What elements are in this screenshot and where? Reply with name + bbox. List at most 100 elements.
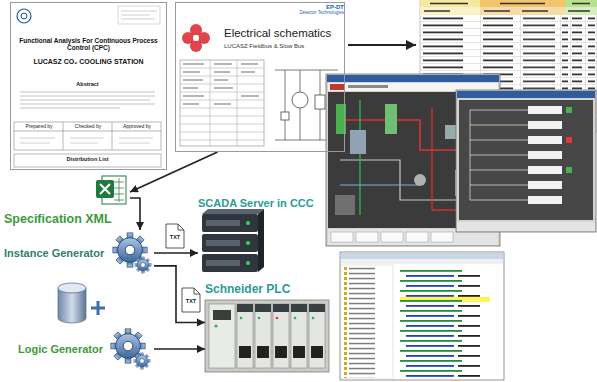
schematic-page <box>292 92 308 108</box>
document-title: Functional Analysis For Continuous Proce… <box>19 37 158 52</box>
plus-sign <box>91 301 105 315</box>
excel-icon <box>100 184 110 194</box>
document-title: Electrical schematics <box>224 27 331 40</box>
schematic-page <box>315 95 325 109</box>
scada-panel <box>566 107 572 113</box>
database-icon <box>58 283 86 293</box>
plc-rack <box>273 304 289 368</box>
plc-rack <box>205 300 329 372</box>
scada-screenshot <box>331 232 353 242</box>
plc-rack <box>276 317 279 320</box>
plc-rack <box>294 317 297 320</box>
plc-rack <box>309 304 325 368</box>
scada-screenshot <box>359 100 360 215</box>
gear-icon <box>135 257 151 273</box>
gear-icon <box>134 353 150 369</box>
file-type: TXT <box>182 299 200 305</box>
code-screenshot <box>341 259 503 264</box>
server-icon <box>202 214 258 232</box>
schematic-page <box>183 64 259 104</box>
table-cell: Approved by <box>113 124 161 129</box>
scada-panel <box>470 110 528 200</box>
server-icon <box>258 209 264 272</box>
spreadsheet <box>424 4 590 12</box>
scada-panel <box>457 91 595 98</box>
schematic-page <box>193 35 199 41</box>
document-page <box>17 9 31 23</box>
scada-panel <box>528 151 562 159</box>
database-icon <box>58 283 86 323</box>
document-page <box>20 92 155 108</box>
server-icon <box>206 220 240 226</box>
spec-file: Specification XML <box>4 174 130 226</box>
target-label: Schneider PLC <box>205 283 290 297</box>
code-screenshot <box>341 253 503 259</box>
plc-rack <box>213 310 231 320</box>
schematic-page <box>175 2 345 152</box>
plc-rack <box>237 304 325 312</box>
scada-panel <box>457 222 595 231</box>
scada-panel <box>566 167 572 173</box>
file-type: TXT <box>166 235 184 241</box>
document-subtitle: LUCASZ Fieldbus & Slow Bus <box>224 43 304 50</box>
document-page <box>118 6 160 24</box>
server-icon <box>246 241 250 245</box>
target-label: SCADA Server in CCC <box>198 197 314 210</box>
txt-file-icon <box>166 224 184 248</box>
document-page <box>121 11 157 19</box>
logo-text: Detector Technologies <box>280 11 344 16</box>
generator-tool: Logic Generator <box>18 326 154 372</box>
flow-arrow <box>154 348 205 350</box>
server-icon <box>202 234 258 252</box>
scada-screenshot <box>414 174 426 186</box>
document-page <box>14 122 161 150</box>
schematic-page <box>180 60 264 146</box>
scada-screenshot <box>406 232 428 242</box>
scada-screenshot <box>335 195 355 215</box>
scada-screenshot <box>340 185 420 186</box>
scada-panel <box>528 121 562 129</box>
server-icon <box>246 261 250 265</box>
excel-icon <box>96 180 114 198</box>
scada-panel <box>528 166 562 174</box>
excel-icon <box>114 178 124 202</box>
step-label: Specification XML <box>4 212 112 226</box>
section-heading: Abstract <box>70 82 105 88</box>
txt-file-icon <box>166 224 184 248</box>
plc-rack <box>240 317 243 320</box>
logo-text: EP-DT <box>300 4 344 10</box>
scada-panel <box>528 196 562 204</box>
schematic-page <box>281 112 289 120</box>
scada-panel <box>456 90 596 232</box>
schematic-page <box>180 60 264 146</box>
table-cell: Checked by <box>64 124 112 129</box>
excel-icon <box>96 176 126 204</box>
table-cell: Prepared by <box>15 124 63 129</box>
code-screenshot <box>341 265 393 379</box>
txt-file-icon <box>182 288 200 312</box>
server-icon <box>202 209 264 214</box>
plc-rack <box>258 317 261 320</box>
scada-panel <box>459 100 593 220</box>
document-page <box>20 138 153 143</box>
server-icon <box>202 209 264 272</box>
scada-panel <box>528 181 562 189</box>
plc-rack <box>312 317 315 320</box>
server-icon <box>206 260 240 266</box>
plc-rack <box>209 304 235 368</box>
scada-server: SCADA Server in CCC <box>198 197 324 277</box>
server-icon <box>246 221 250 225</box>
document-page <box>10 2 165 170</box>
flow-arrow <box>154 266 205 323</box>
plc-rack <box>215 325 218 328</box>
schematic-page <box>182 32 194 44</box>
plc-rack <box>255 304 271 368</box>
scada-screenshot <box>381 232 403 242</box>
server-icon <box>202 254 258 272</box>
scada-screenshot <box>348 85 388 88</box>
